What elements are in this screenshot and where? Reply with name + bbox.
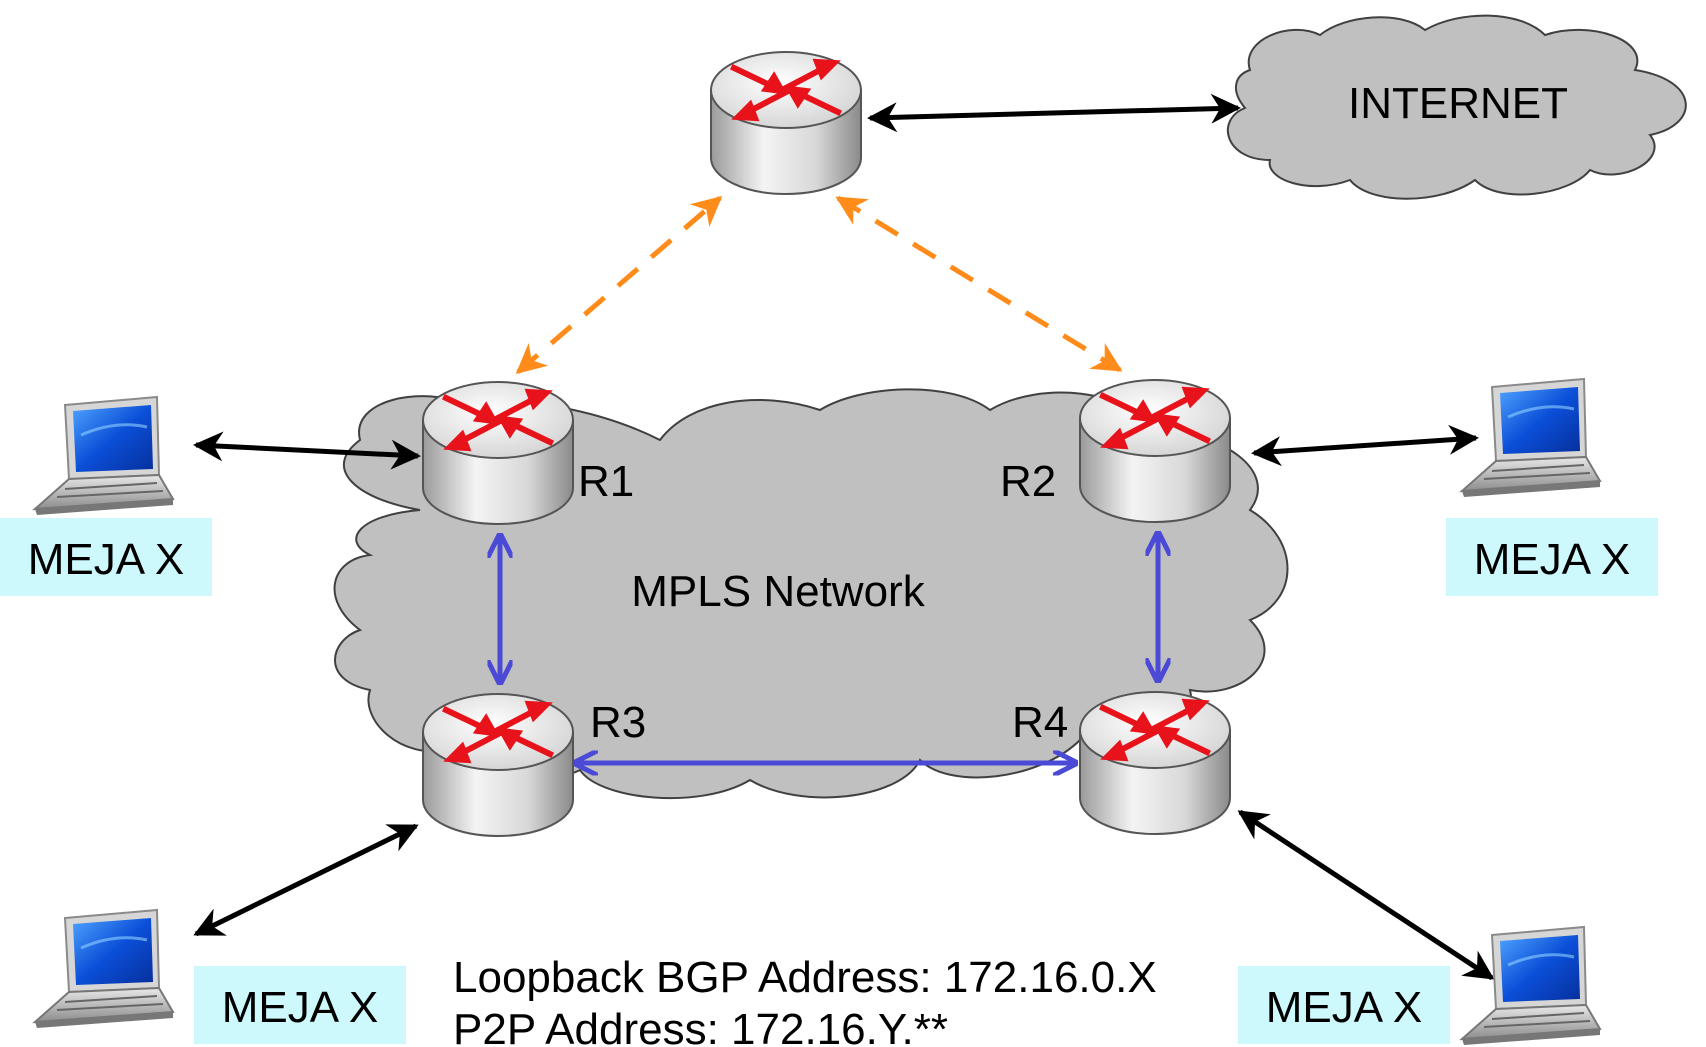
laptop-top-left[interactable] bbox=[33, 395, 175, 517]
laptop-icon bbox=[33, 395, 175, 517]
router-label-r1: R1 bbox=[578, 457, 634, 506]
router-r1[interactable] bbox=[423, 382, 573, 524]
router-label-r3: R3 bbox=[590, 698, 646, 747]
p2p-address-note: P2P Address: 172.16.Y.** bbox=[453, 1005, 948, 1047]
ibgp-link-r2 bbox=[835, 195, 1123, 373]
access-link-r4 bbox=[1237, 809, 1495, 981]
internet-label: INTERNET bbox=[1348, 79, 1568, 128]
router-icon bbox=[423, 382, 573, 524]
router-r2[interactable] bbox=[1080, 380, 1230, 522]
table-label-bottom-left: MEJA X bbox=[194, 966, 406, 1044]
access-link-r2 bbox=[1251, 424, 1479, 467]
access-link-r3 bbox=[193, 823, 419, 937]
loopback-address-note: Loopback BGP Address: 172.16.0.X bbox=[453, 953, 1157, 1002]
laptop-bottom-left[interactable] bbox=[33, 908, 175, 1030]
mpls-label: MPLS Network bbox=[631, 567, 925, 616]
links bbox=[193, 93, 1495, 981]
laptop-icon bbox=[1460, 925, 1602, 1047]
access-link-r1 bbox=[193, 431, 421, 470]
table-label-text: MEJA X bbox=[222, 983, 379, 1032]
table-label-top-left: MEJA X bbox=[0, 518, 212, 596]
ibgp-link-r1 bbox=[515, 196, 723, 374]
router-icon bbox=[711, 52, 861, 194]
cloud-icon bbox=[1226, 14, 1687, 200]
laptop-top-right[interactable] bbox=[1460, 377, 1602, 499]
router-icon bbox=[423, 694, 573, 836]
table-label-top-right: MEJA X bbox=[1446, 518, 1658, 596]
table-label-bottom-right: MEJA X bbox=[1238, 966, 1450, 1044]
router-icon bbox=[1080, 692, 1230, 834]
table-label-text: MEJA X bbox=[28, 535, 185, 584]
internet-cloud: INTERNET bbox=[1226, 14, 1687, 200]
laptop-icon bbox=[33, 908, 175, 1030]
table-label-text: MEJA X bbox=[1266, 983, 1423, 1032]
laptop-icon bbox=[1460, 377, 1602, 499]
router-core[interactable] bbox=[711, 52, 861, 194]
router-label-r2: R2 bbox=[1000, 457, 1056, 506]
router-icon bbox=[1080, 380, 1230, 522]
table-label-text: MEJA X bbox=[1474, 535, 1631, 584]
router-r4[interactable] bbox=[1080, 692, 1230, 834]
internet-link bbox=[867, 93, 1241, 133]
router-label-r4: R4 bbox=[1012, 698, 1068, 747]
router-r3[interactable] bbox=[423, 694, 573, 836]
laptop-bottom-right[interactable] bbox=[1460, 925, 1602, 1047]
